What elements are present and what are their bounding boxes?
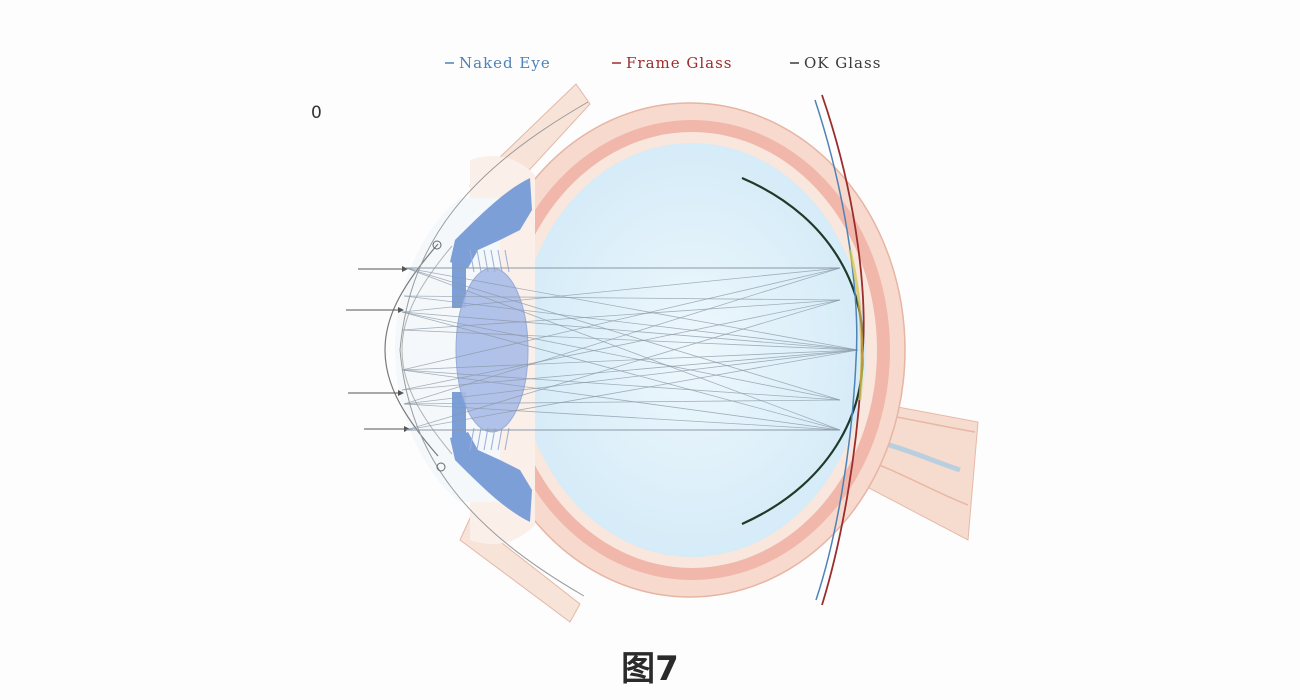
focal-curves bbox=[741, 94, 865, 606]
cornea-back bbox=[401, 245, 453, 455]
vitreous-body bbox=[518, 143, 866, 557]
ray-arrowhead bbox=[398, 307, 404, 313]
refracted-ray bbox=[401, 267, 841, 371]
zonule-fiber bbox=[504, 427, 510, 451]
refracted-ray bbox=[401, 299, 841, 391]
ray-arrowhead bbox=[398, 390, 404, 396]
naked-eye-focal-curve bbox=[814, 99, 858, 601]
refracted-ray bbox=[403, 267, 841, 405]
refracted-ray bbox=[403, 349, 859, 405]
refracted-ray bbox=[405, 267, 841, 431]
refracted-ray bbox=[403, 295, 859, 351]
zonule-fiber bbox=[497, 427, 503, 451]
refracted-ray bbox=[401, 349, 859, 391]
ciliary-body-upper bbox=[450, 178, 532, 268]
light-rays bbox=[346, 266, 859, 432]
legend-label: Frame Glass bbox=[626, 54, 733, 72]
cornea-edge-marker bbox=[436, 462, 446, 472]
refracted-ray bbox=[401, 311, 859, 351]
refracted-ray bbox=[403, 403, 841, 431]
refracted-ray bbox=[401, 299, 841, 331]
zonule-fiber bbox=[490, 427, 496, 451]
refracted-ray bbox=[401, 329, 859, 351]
zonule-fiber bbox=[476, 427, 482, 451]
refracted-ray bbox=[405, 349, 859, 431]
ciliary-body-lower bbox=[450, 432, 532, 522]
legend-label: Naked Eye bbox=[459, 54, 551, 72]
refracted-ray bbox=[401, 369, 841, 431]
cornea-outline bbox=[399, 101, 589, 597]
refracted-ray bbox=[405, 267, 841, 401]
cornea-front bbox=[384, 243, 439, 457]
refracted-ray bbox=[403, 295, 841, 301]
refracted-ray bbox=[401, 349, 859, 371]
ray-arrowhead bbox=[402, 266, 408, 272]
lower-eyelid bbox=[459, 517, 581, 623]
zonule-fiber bbox=[483, 427, 489, 451]
legend-label: OK Glass bbox=[804, 54, 881, 72]
legend-item: Frame Glass bbox=[612, 54, 733, 72]
ray-arrowhead bbox=[404, 426, 410, 432]
refracted-ray bbox=[405, 267, 859, 351]
zonule-fiber bbox=[469, 427, 475, 451]
cornea-edge-marker bbox=[432, 240, 442, 250]
refracted-ray bbox=[405, 299, 841, 431]
legend-item: Naked Eye bbox=[445, 54, 551, 72]
refracted-ray bbox=[401, 267, 841, 313]
legend: Naked Eye Frame Glass OK Glass bbox=[445, 54, 881, 72]
eye-anatomy bbox=[384, 83, 979, 623]
index-label: 0 bbox=[311, 103, 322, 123]
refracted-ray bbox=[403, 399, 841, 405]
refracted-ray bbox=[401, 311, 841, 401]
legend-item: OK Glass bbox=[790, 54, 881, 72]
figure-caption: 图7 bbox=[621, 649, 679, 689]
focal-highlight bbox=[848, 249, 864, 401]
